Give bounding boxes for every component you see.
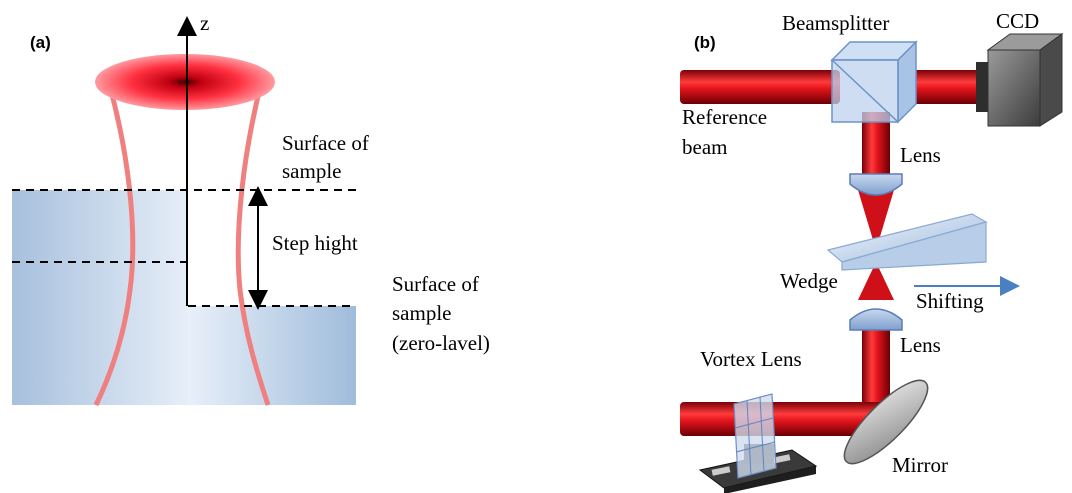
mirror xyxy=(843,379,929,465)
ccd-camera xyxy=(976,33,1064,127)
reference-beam-label-line2: beam xyxy=(682,135,727,159)
zero-level-label-line1: Surface of xyxy=(392,272,479,296)
lens-top-label: Lens xyxy=(900,143,941,167)
lens-top xyxy=(849,173,903,196)
beam-to-ccd xyxy=(912,70,982,104)
lens-bottom-label: Lens xyxy=(900,333,941,357)
beam-bottom xyxy=(680,402,890,436)
vortex-lens xyxy=(698,393,818,493)
surface-label-line2: sample xyxy=(282,159,341,183)
beamsplitter-cube xyxy=(830,40,918,124)
sample-lower-block xyxy=(188,306,356,405)
beam-profile-right xyxy=(235,79,271,406)
reference-beam xyxy=(680,70,840,104)
ccd-label: CCD xyxy=(996,9,1039,33)
zero-level-label-line3: (zero-lavel) xyxy=(392,331,490,355)
panel-a: (a) z Surface of sample Step hight Surfa… xyxy=(12,11,490,407)
mirror-label: Mirror xyxy=(892,453,948,477)
wedge-label: Wedge xyxy=(780,269,838,293)
panel-a-label: (a) xyxy=(30,33,51,52)
shifting-label: Shifting xyxy=(916,289,984,313)
step-height-label: Step hight xyxy=(272,231,358,255)
sample-upper-block xyxy=(12,190,188,405)
focus-cone-top xyxy=(858,190,894,250)
vortex-lens-label: Vortex Lens xyxy=(700,347,802,371)
surface-label-line1: Surface of xyxy=(282,131,369,155)
z-axis-label: z xyxy=(200,11,209,35)
panel-b: (b) Beamsplitter CCD Ref xyxy=(680,9,1064,493)
beam-lens-to-mirror xyxy=(862,330,890,408)
panel-b-label: (b) xyxy=(694,33,716,52)
wedge xyxy=(826,213,988,271)
focus-cone-bottom xyxy=(858,262,894,300)
focal-spot xyxy=(95,54,275,110)
zero-level-label-line2: sample xyxy=(392,301,451,325)
beam-profile-left xyxy=(93,79,136,407)
beamsplitter-label: Beamsplitter xyxy=(782,11,889,35)
lens-bottom xyxy=(849,308,903,331)
reference-beam-label-line1: Reference xyxy=(682,105,767,129)
